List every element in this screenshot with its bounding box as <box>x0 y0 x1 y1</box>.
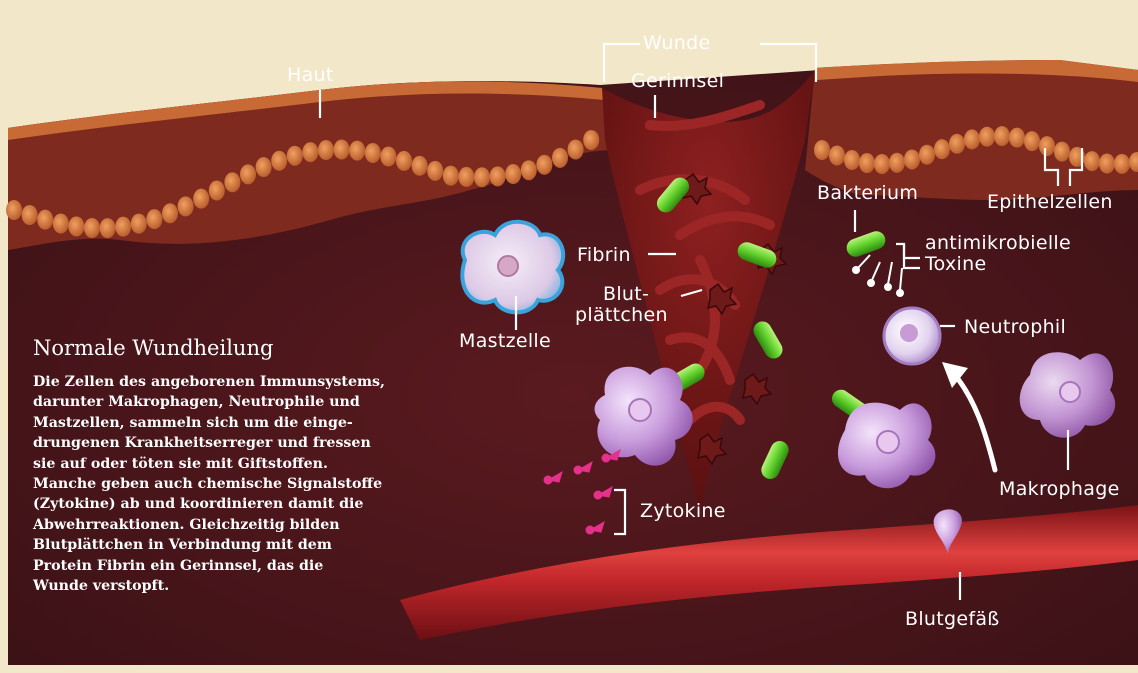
epithelial-cell <box>302 142 318 162</box>
epithelial-cell <box>1084 151 1100 171</box>
epithelial-cell <box>68 216 84 236</box>
label-skin: Haut <box>287 64 334 86</box>
caption-line: Mastzellen, sammeln sich um die einge- <box>33 413 453 433</box>
epithelial-cell <box>193 189 209 209</box>
epithelial-cell <box>458 167 474 187</box>
label-macrophage: Makrophage <box>999 478 1120 500</box>
caption-line: Manche geben auch chemische Signalstoffe <box>33 474 453 494</box>
epithelial-cell <box>1009 128 1025 148</box>
epithelial-cell <box>443 166 459 186</box>
epithelial-cell <box>427 161 443 181</box>
epithelial-cell <box>490 166 506 186</box>
epithelial-cell <box>829 145 845 165</box>
epithelial-cell <box>1114 154 1130 174</box>
label-mast-cell: Mastzelle <box>459 330 551 352</box>
epithelial-cell <box>474 167 490 187</box>
caption-line: (Zytokine) ab und koordinieren damit die <box>33 494 453 514</box>
epithelial-cell <box>919 145 935 165</box>
epithelial-cell <box>904 149 920 169</box>
epithelial-cell <box>37 210 53 230</box>
epithelial-cell <box>949 134 965 154</box>
epithelial-cell <box>131 214 147 234</box>
epithelial-cell <box>349 141 365 161</box>
epithelial-cell <box>1054 142 1070 162</box>
caption-title: Normale Wundheilung <box>33 336 273 360</box>
epithelial-cell <box>814 140 830 160</box>
label-toxins-line1: antimikrobielle <box>925 232 1071 254</box>
label-wound: Wunde <box>643 32 710 54</box>
epithelial-cell <box>84 218 100 238</box>
epithelial-cell <box>583 130 599 150</box>
epithelial-cell <box>178 196 194 216</box>
caption-line: Die Zellen des angeborenen Immunsystems, <box>33 372 453 392</box>
caption-line: drungenen Krankheitserreger und fressen <box>33 433 453 453</box>
epithelial-cell <box>521 160 537 180</box>
epithelial-cell <box>889 153 905 173</box>
epithelial-cell <box>22 205 38 225</box>
epithelial-cell <box>396 151 412 171</box>
label-epithelial-cells: Epithelzellen <box>987 191 1113 213</box>
epithelial-cell <box>934 139 950 159</box>
epithelial-cell <box>874 154 890 174</box>
epithelial-cell <box>964 129 980 149</box>
epithelial-cell <box>1024 131 1040 151</box>
label-bacterium: Bakterium <box>817 182 918 204</box>
epithelial-cell <box>844 150 860 170</box>
epithelial-cell <box>6 200 22 220</box>
label-platelets-line2: plättchen <box>575 304 668 326</box>
label-cytokines: Zytokine <box>640 500 726 522</box>
label-platelets-line1: Blut- <box>603 283 649 305</box>
epithelial-cell <box>1099 154 1115 174</box>
epithelial-cell <box>536 155 552 175</box>
epithelial-cell <box>287 146 303 166</box>
caption-line: Blutplättchen in Verbindung mit dem <box>33 535 453 555</box>
caption-body: Die Zellen des angeborenen Immunsystems,… <box>33 372 453 596</box>
epithelial-cell <box>256 157 272 177</box>
epithelial-cell <box>1039 136 1055 156</box>
epithelial-cell <box>100 218 116 238</box>
epithelial-cell <box>568 139 584 159</box>
label-toxins-line2: Toxine <box>925 253 986 275</box>
epithelial-cell <box>224 172 240 192</box>
caption-line: Protein Fibrin ein Gerinnsel, das die <box>33 556 453 576</box>
mast-cell <box>462 222 563 313</box>
epithelial-cell <box>318 140 334 160</box>
epithelial-cell <box>53 214 69 234</box>
epithelial-cell <box>162 203 178 223</box>
epithelial-cell <box>994 126 1010 146</box>
caption-line: darunter Makrophagen, Neutrophile und <box>33 392 453 412</box>
epithelial-cell <box>209 180 225 200</box>
caption-line: Abwehrreaktionen. Gleichzeitig bilden <box>33 515 453 535</box>
epithelial-cell <box>115 217 131 237</box>
epithelial-cell <box>334 140 350 160</box>
neutrophil <box>884 308 940 364</box>
epithelial-cell <box>271 151 287 171</box>
label-clot: Gerinnsel <box>631 70 724 92</box>
epithelial-cell <box>505 164 521 184</box>
epithelial-cell <box>859 153 875 173</box>
epithelial-cell <box>380 147 396 167</box>
epithelial-cell <box>979 127 995 147</box>
epithelial-cell <box>552 148 568 168</box>
label-neutrophil: Neutrophil <box>964 316 1066 338</box>
caption-line: sie auf oder töten sie mit Giftstoffen. <box>33 454 453 474</box>
epithelial-cell <box>240 164 256 184</box>
epithelial-cell <box>412 156 428 176</box>
epithelial-cell <box>146 209 162 229</box>
epithelial-cell <box>365 143 381 163</box>
label-fibrin: Fibrin <box>577 244 631 266</box>
caption-line: Wunde verstopft. <box>33 576 453 596</box>
label-blood-vessel: Blutgefäß <box>905 608 1000 630</box>
